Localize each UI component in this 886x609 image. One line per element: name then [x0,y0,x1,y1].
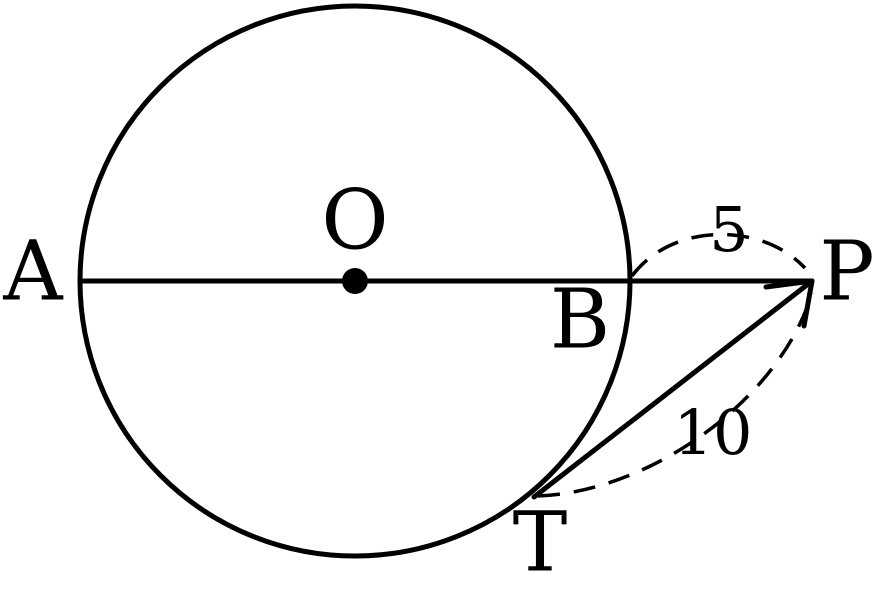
label-point-b: B [550,273,610,368]
label-measure-tp: 10 [674,396,753,469]
dashed-arc-tp [537,292,814,498]
center-point-o [342,268,368,294]
label-point-p: P [819,225,874,320]
label-measure-bp: 5 [709,193,748,266]
line-tp [531,278,815,500]
label-point-o: O [321,174,388,269]
label-point-a: A [2,225,64,320]
label-point-t: T [513,496,568,591]
